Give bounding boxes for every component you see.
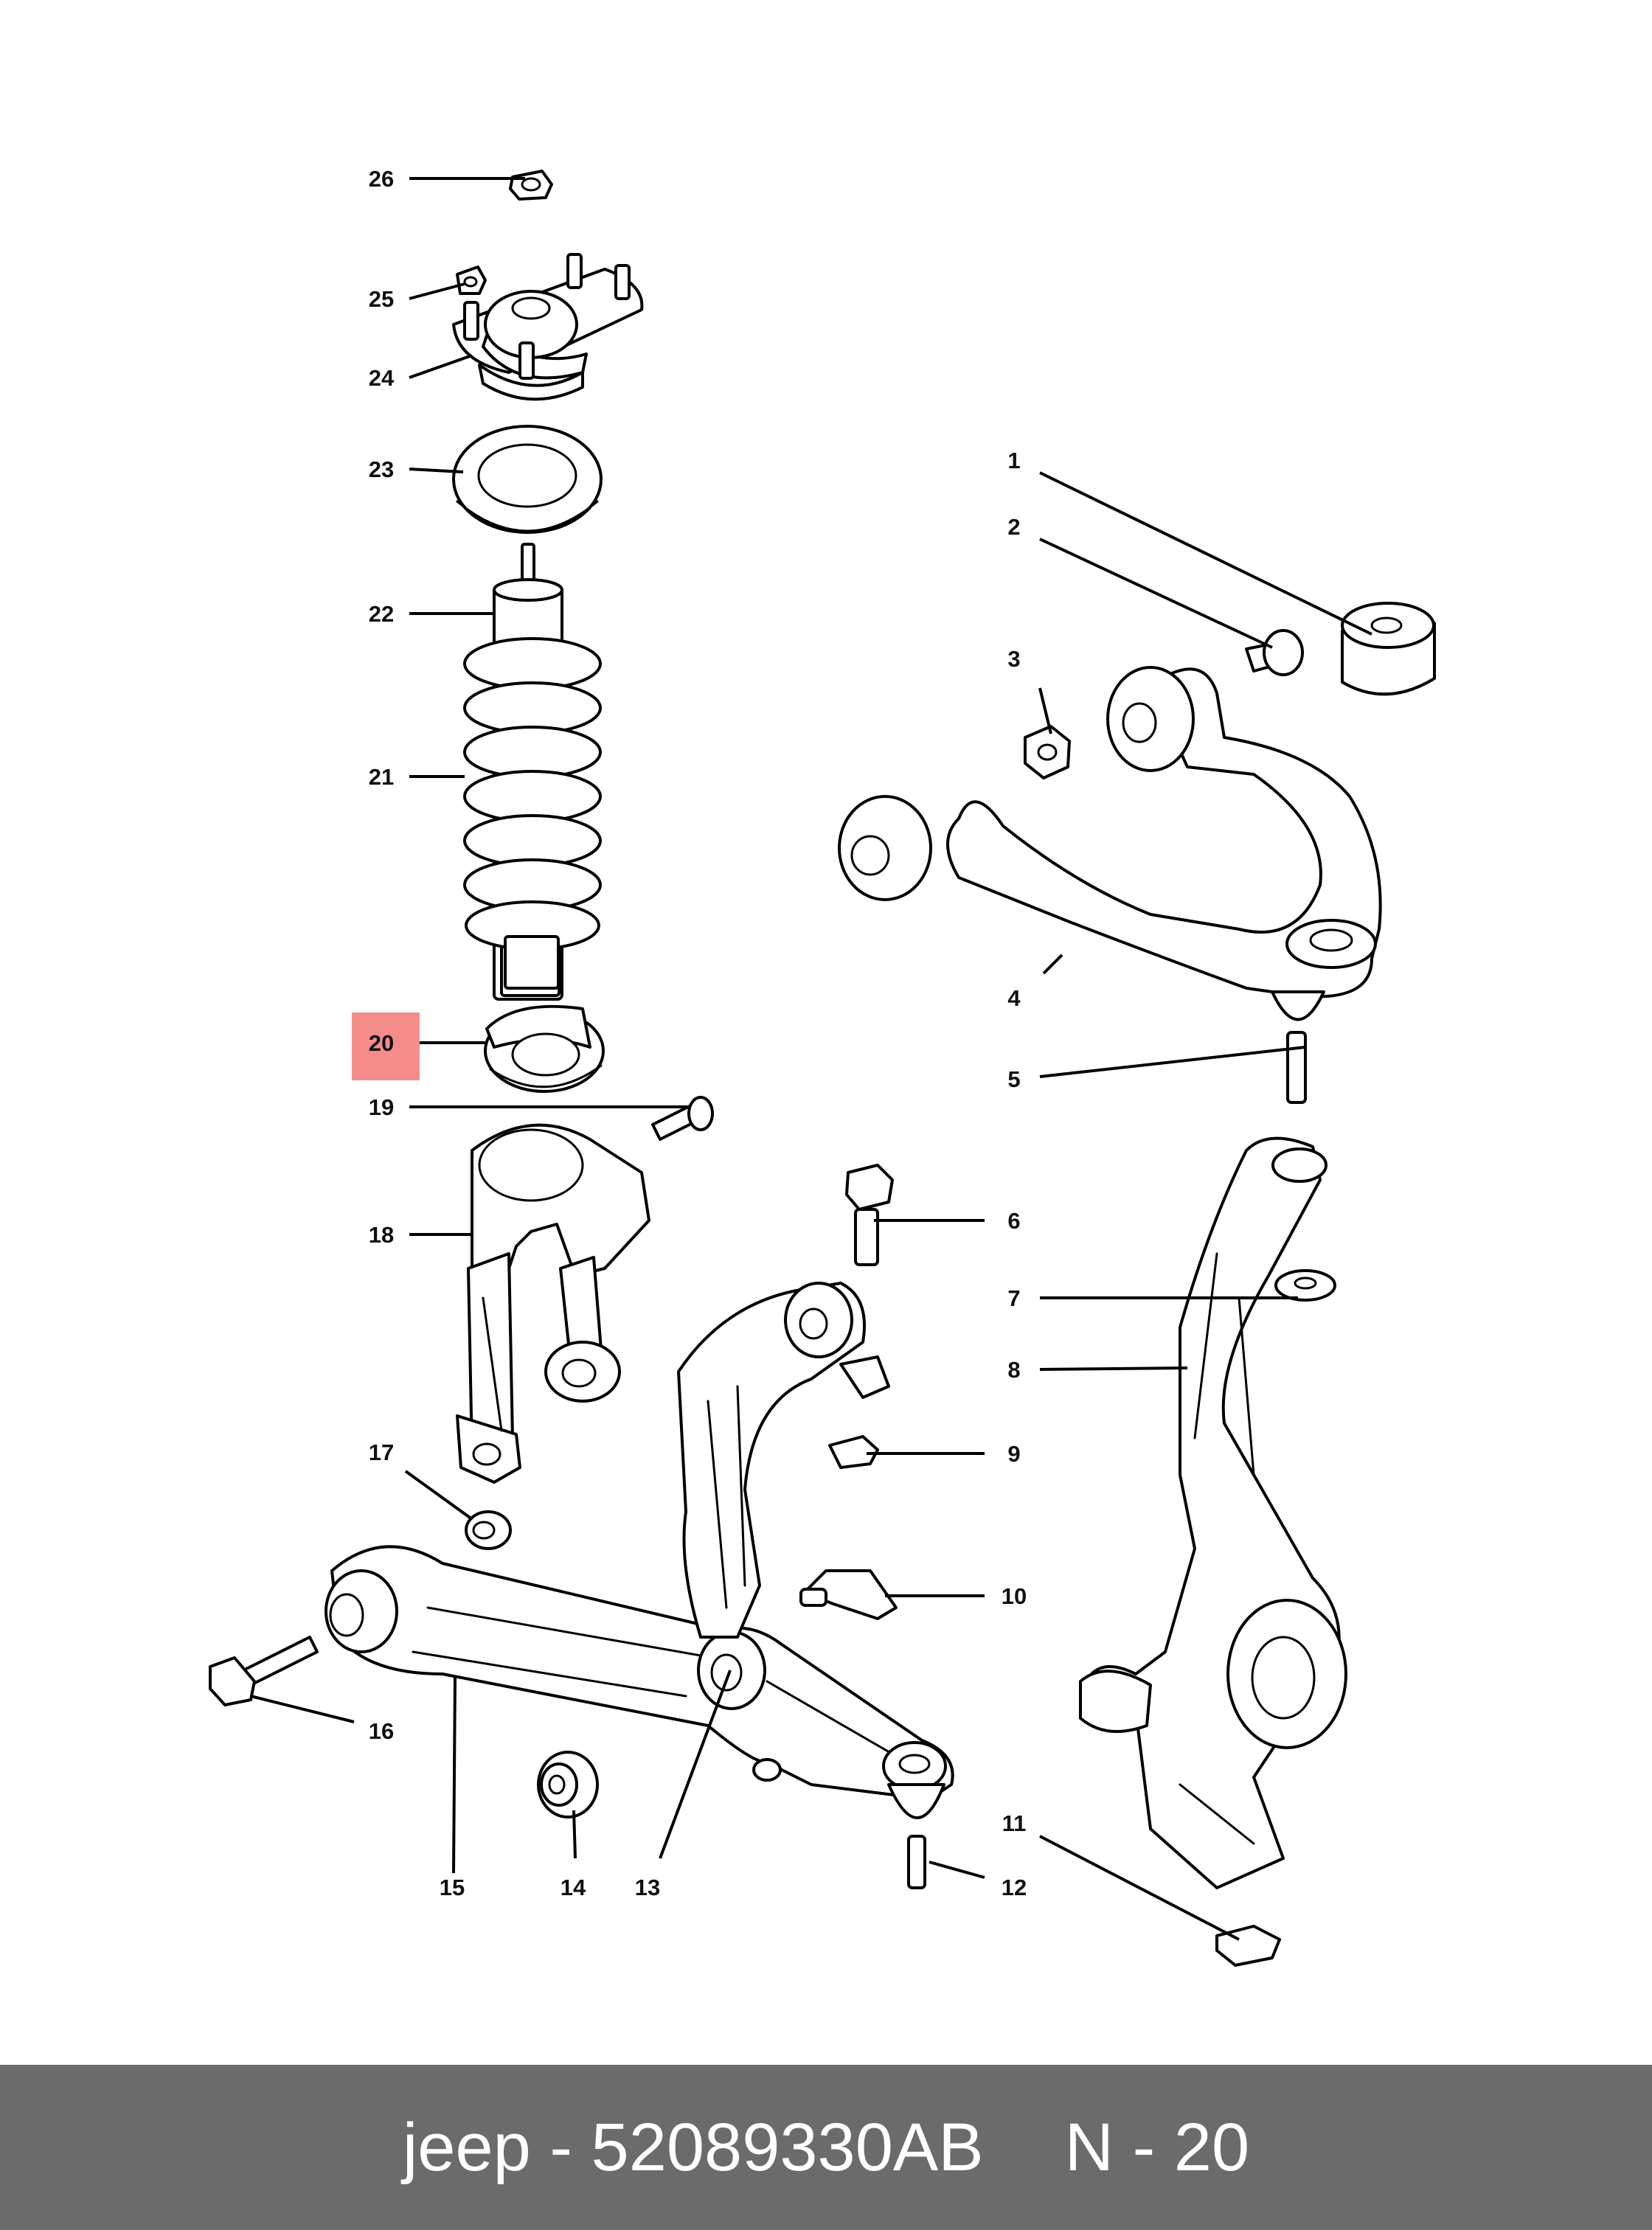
part-info-footer: jeep - 52089330AB N - 20 [0,2065,1652,2230]
part-6-bolt [845,1164,894,1266]
callout-5: 5 [1007,1066,1020,1092]
leader-lines [250,177,1372,1941]
part-23-spring-isolator [452,425,603,534]
callout-6: 6 [1007,1208,1020,1234]
callout-20: 20 [369,1030,394,1056]
part-20-lower-isolator [484,1004,605,1093]
callout-3: 3 [1007,646,1020,672]
footer-ref: N - 20 [1064,2109,1250,2185]
callout-19: 19 [369,1094,394,1120]
part-17-bushing [465,1510,512,1550]
callout-highlight-box [352,1012,420,1080]
callout-4: 4 [1007,985,1021,1011]
callout-16: 16 [369,1718,394,1744]
callout-13: 13 [635,1875,660,1900]
part-18-clevis [456,1123,650,1484]
callout-7: 7 [1007,1285,1020,1311]
part-cradle-arm [677,1282,890,1639]
suspension-exploded-diagram: 1 2 3 4 5 6 7 8 9 10 11 12 13 14 15 16 1… [209,166,1436,1967]
part-25-nut [456,265,487,295]
callout-1: 1 [1007,448,1020,473]
part-steering-knuckle [1079,1136,1347,1889]
part-24-upper-mount [452,253,644,401]
callout-10: 10 [1002,1583,1027,1609]
callout-23: 23 [369,456,394,482]
part-1-bushing [1341,602,1436,696]
part-19-bolt [651,1096,714,1141]
callout-25: 25 [369,286,394,312]
part-12-ball-joint [882,1741,947,1889]
callout-2: 2 [1007,514,1020,540]
part-9-nut [828,1435,879,1469]
callout-26: 26 [369,166,394,192]
callout-9: 9 [1007,1441,1020,1467]
callout-18: 18 [369,1222,394,1248]
footer-part-number: 52089330AB [591,2109,984,2185]
part-10-sensor [799,1569,898,1620]
callout-24: 24 [369,365,395,391]
part-21-coil-spring [463,637,602,990]
footer-separator: - [549,2109,572,2185]
callout-22: 22 [369,601,394,627]
part-4-upper-control-arm [838,666,1382,998]
callout-12: 12 [1002,1875,1027,1900]
callout-8: 8 [1007,1357,1020,1383]
part-16-bolt [209,1636,319,1706]
part-3-nut [1024,725,1071,779]
callout-labels: 1 2 3 4 5 6 7 8 9 10 11 12 13 14 15 16 1… [369,166,1027,1900]
footer-brand: jeep [402,2109,531,2185]
callout-14: 14 [560,1875,586,1900]
part-7-washer [1274,1269,1336,1302]
callout-17: 17 [369,1439,394,1465]
part-26-nut [509,170,553,201]
part-15-lower-control-arm [324,1545,954,1801]
part-14-bushing [537,1751,599,1819]
callout-11: 11 [1002,1810,1027,1836]
part-2-bolt [1245,629,1304,676]
callout-21: 21 [369,764,394,790]
callout-15: 15 [440,1875,465,1900]
